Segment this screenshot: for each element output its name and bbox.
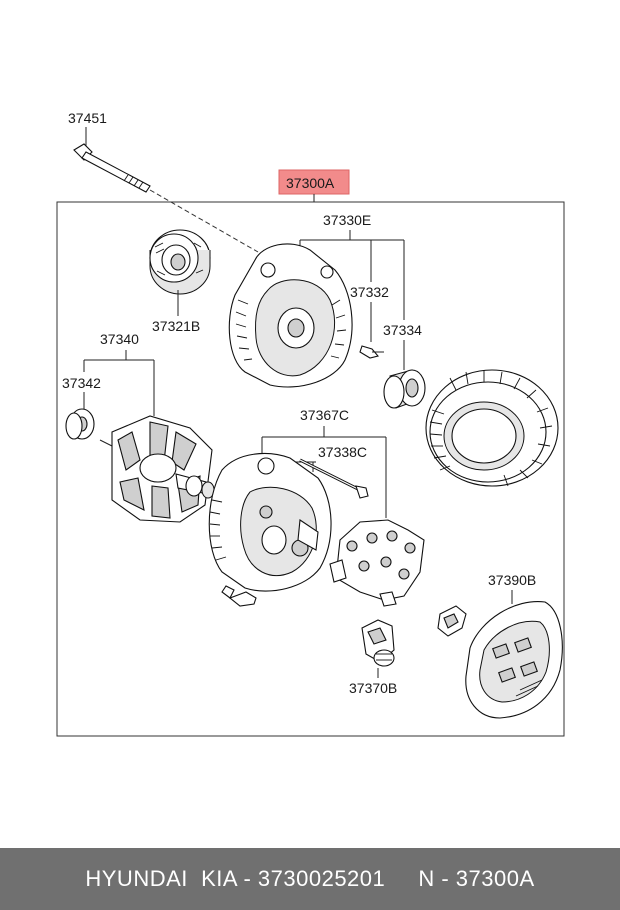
rectifier xyxy=(329,519,425,607)
label-37321B: 37321B xyxy=(152,318,200,334)
label-37334: 37334 xyxy=(383,322,422,338)
front-housing-37330E xyxy=(228,243,353,388)
label-37370B: 37370B xyxy=(349,680,397,696)
rear-cover-37390B xyxy=(465,600,563,719)
highlight-box-37300A xyxy=(278,169,350,195)
label-37300A: 37300A xyxy=(286,175,335,191)
bearing-37334 xyxy=(383,340,426,409)
parts-diagram: 37451 37300A 37330E 37321B xyxy=(56,110,565,737)
label-37332: 37332 xyxy=(350,284,389,300)
stator xyxy=(425,369,559,487)
terminal-clip xyxy=(437,605,467,637)
brush-holder-37370B xyxy=(361,619,395,667)
assembly-frame xyxy=(56,201,565,737)
label-37451: 37451 xyxy=(68,110,107,126)
label-37338C: 37338C xyxy=(318,444,367,460)
label-37340: 37340 xyxy=(100,331,139,347)
bearing-37342 xyxy=(65,408,95,440)
label-37390B: 37390B xyxy=(488,572,536,588)
screw-37332 xyxy=(359,302,384,359)
pulley-37321B xyxy=(149,229,211,295)
label-37367C: 37367C xyxy=(300,407,349,423)
label-37342: 37342 xyxy=(62,375,101,391)
rear-housing-37367C xyxy=(208,453,332,607)
rotor-37340 xyxy=(99,415,215,523)
bolt-37338C xyxy=(299,458,369,499)
label-37330E: 37330E xyxy=(323,212,371,228)
footer-part-number: HYUNDAI KIA - 3730025201 N - 37300A xyxy=(0,848,620,910)
through-bolt-37451 xyxy=(73,127,259,253)
